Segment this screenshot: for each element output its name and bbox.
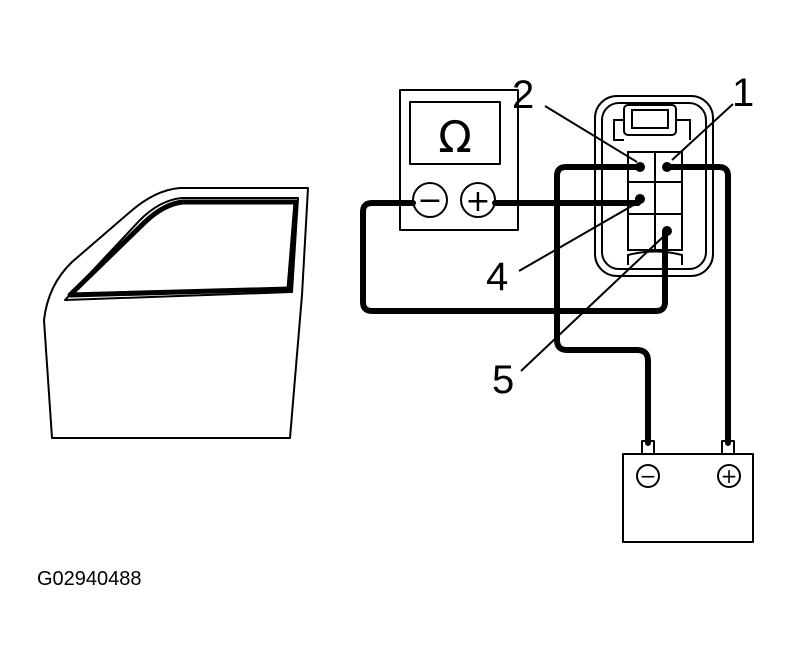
leader-line-2 [544,105,638,163]
wire-terminal-1-to-battery-positive [666,164,731,446]
battery-positive-symbol: + [721,464,738,488]
figure-id: G02940488 [37,568,142,590]
leader-line-1 [671,103,734,161]
ohmmeter-negative-symbol: − [417,183,442,218]
connector-bottom-detail [627,250,683,265]
battery-negative-post [641,440,655,455]
connector-cavity-6 [627,213,656,251]
ohmmeter: Ω − + [399,89,519,231]
callout-label-4: 4 [486,255,508,299]
connector-lock-tab-inner [631,109,669,129]
door-window-glass [67,199,299,298]
connector-cavity-3 [654,181,683,215]
car-door [43,187,309,439]
connector-lock-tab-detail-right [676,119,691,140]
callouts: 2 1 4 5 [486,71,754,402]
connector-inner-housing [601,102,707,270]
connector-outer-housing [594,95,714,277]
battery-body [622,453,754,543]
wiring [360,164,731,446]
wire-ohmmeter-negative-to-terminal-5 [360,200,668,314]
leader-line-4 [518,202,638,272]
ohmmeter-display [409,101,501,165]
callout-label-5: 5 [492,358,514,402]
ohmmeter-positive-symbol: + [465,184,490,219]
door-outline [43,187,309,439]
battery-positive-post [721,440,735,455]
door-window-frame [64,197,299,301]
battery-negative-symbol: − [640,464,657,488]
switch-connector [594,95,714,277]
ohmmeter-body [399,89,519,231]
battery-negative-circle [636,464,660,488]
connector-lock-tab-detail [613,119,624,141]
connector-cavity-5 [654,213,683,251]
callout-label-1: 1 [732,71,754,115]
battery: − + [622,440,754,543]
ohm-symbol: Ω [438,112,472,163]
leader-line-5 [520,235,665,372]
battery-positive-circle [717,464,741,488]
callout-label-2: 2 [512,73,534,117]
wire-terminal-2-to-battery-negative [554,164,651,446]
